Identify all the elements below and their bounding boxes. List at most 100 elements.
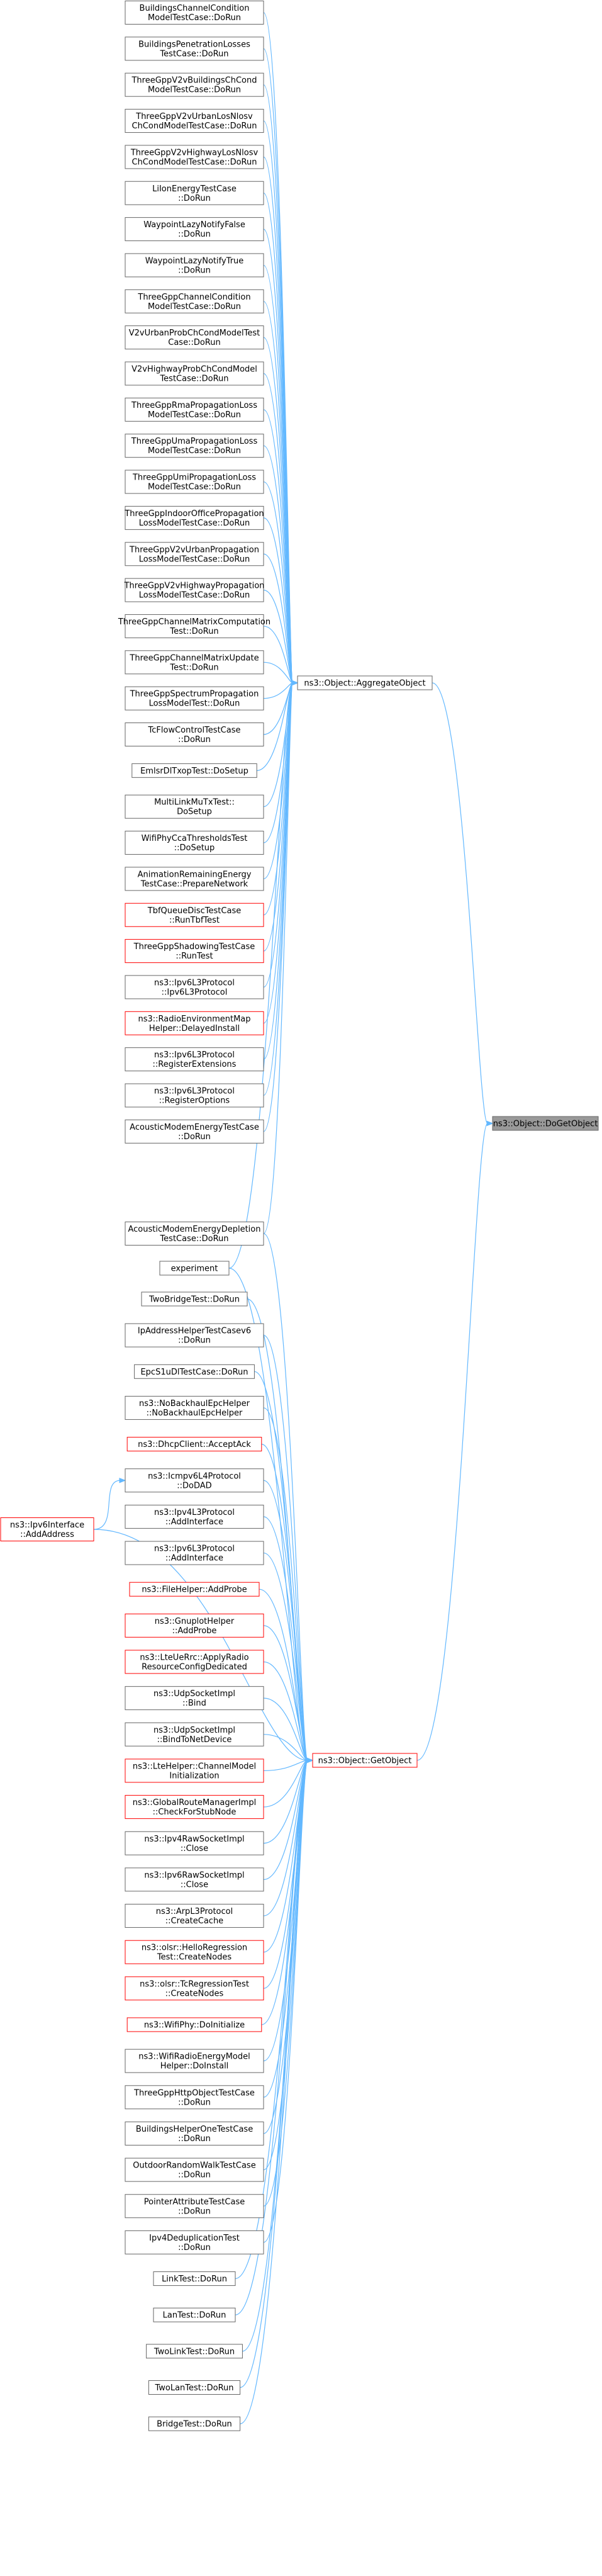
node-waypointlazynotifyfalse-dorun[interactable]: WaypointLazyNotifyFalse::DoRun [125,217,264,242]
node-ns3-object-aggregateobject[interactable]: ns3::Object::AggregateObject [297,675,433,690]
node-ns3-ltehelper-channelmodelinitialization[interactable]: ns3::LteHelper::ChannelModelInitializati… [125,1758,264,1783]
node-label: PointerAttributeTestCase [144,2197,245,2207]
edge-to-aggregate [263,661,293,683]
node-threegppv2vurbanpropagationlossmodeltestcase-dorun[interactable]: ThreeGppV2vUrbanPropagationLossModelTest… [125,542,264,566]
node-ns3-udpsocketimpl-bind[interactable]: ns3::UdpSocketImpl::Bind [125,1686,264,1711]
node-buildingspenetrationlossestestcase-dorun[interactable]: BuildingsPenetrationLossesTestCase::DoRu… [125,37,264,61]
node-label: ::DoRun [178,2098,211,2107]
node-ns3-ipv4rawsocketimpl-close[interactable]: ns3::Ipv4RawSocketImpl::Close [125,1831,264,1855]
node-label: ns3::WifiRadioEnergyModel [138,2052,250,2062]
node-emlsrdltxoptest-dosetup[interactable]: EmlsrDlTxopTest::DoSetup [131,763,257,778]
node-threegppumapropagationlossmodeltestcase-dorun[interactable]: ThreeGppUmaPropagationLossModelTestCase:… [125,434,264,458]
node-lantest-dorun[interactable]: LanTest::DoRun [153,2307,236,2322]
node-threegppumipropagationlossmodeltestcase-dorun[interactable]: ThreeGppUmiPropagationLossModelTestCase:… [125,470,264,494]
node-acousticmodemenergytestcase-dorun[interactable]: AcousticModemEnergyTestCase::DoRun [125,1119,264,1144]
node-label: ::RunTbfTest [169,916,220,925]
node-label: ns3::FileHelper::AddProbe [142,1585,247,1595]
node-box [131,763,257,778]
node-ns3-ipv4l3protocol-addinterface[interactable]: ns3::Ipv4L3Protocol::AddInterface [125,1504,264,1529]
node-threegpphttpobjecttestcase-dorun[interactable]: ThreeGppHttpObjectTestCase::DoRun [125,2085,264,2110]
node-threegppv2vhighwaypropagationlossmodeltestcase-dorun[interactable]: ThreeGppV2vHighwayPropagationLossModelTe… [124,578,265,602]
node-bridgetest-dorun[interactable]: BridgeTest::DoRun [148,2416,241,2431]
node-label: Helper::DelayedInstall [149,1024,240,1033]
node-ns3-radioenvironmentmaphelper-delayedinstall[interactable]: ns3::RadioEnvironmentMapHelper::DelayedI… [125,1011,264,1035]
node-buildingshelperonetestcase-dorun[interactable]: BuildingsHelperOneTestCase::DoRun [125,2121,264,2146]
node-liionenergytestcase-dorun[interactable]: LiIonEnergyTestCase::DoRun [125,181,264,205]
node-waypointlazynotifytrue-dorun[interactable]: WaypointLazyNotifyTrue::DoRun [125,253,264,278]
node-label: ns3::Icmpv6L4Protocol [148,1471,241,1481]
node-box [125,578,264,602]
node-tbfqueuedisctestcase-runtbftest[interactable]: TbfQueueDiscTestCase::RunTbfTest [125,903,264,927]
node-threegpprmapropagationlossmodeltestcase-dorun[interactable]: ThreeGppRmaPropagationLossModelTestCase:… [125,397,264,422]
node-ns3-wifiradioenergymodelhelper-doinstall[interactable]: ns3::WifiRadioEnergyModelHelper::DoInsta… [125,2049,264,2073]
node-twolantest-dorun[interactable]: TwoLanTest::DoRun [148,2380,241,2395]
node-ns3-nobackhaulepchelper-nobackhaulepchelper[interactable]: ns3::NoBackhaulEpcHelper::NoBackhaulEpcH… [125,1395,264,1420]
node-ipv4deduplicationtest-dorun[interactable]: Ipv4DeduplicationTest::DoRun [125,2230,264,2254]
node-ns3-icmpv6l4protocol-dodad[interactable]: ns3::Icmpv6L4Protocol::DoDAD [125,1468,264,1493]
node-ns3-object-getobject[interactable]: ns3::Object::GetObject [312,1753,418,1768]
node-ns3-ipv6l3protocol-addinterface[interactable]: ns3::Ipv6L3Protocol::AddInterface [125,1541,264,1565]
node-ns3-gnuplothelper-addprobe[interactable]: ns3::GnuplotHelper::AddProbe [125,1613,264,1638]
node-threegppv2vurbanlosnlosvchcondmodeltestcase-dorun[interactable]: ThreeGppV2vUrbanLosNlosvChCondModelTestC… [125,109,264,133]
node-ns3-ipv6l3protocol-ipv6l3protocol[interactable]: ns3::Ipv6L3Protocol::Ipv6L3Protocol [125,975,264,999]
node-linktest-dorun[interactable]: LinkTest::DoRun [153,2271,236,2286]
node-label: WaypointLazyNotifyTrue [145,256,244,266]
node-ipaddresshelpertestcasev6-dorun[interactable]: IpAddressHelperTestCasev6::DoRun [125,1323,264,1347]
node-label: ns3::Object::GetObject [318,1757,412,1766]
node-box [492,1116,599,1131]
node-label: ThreeGppHttpObjectTestCase [133,2088,255,2098]
node-animationremainingenergytestcase-preparenetwork[interactable]: AnimationRemainingEnergyTestCase::Prepar… [125,867,264,891]
node-label: LanTest::DoRun [163,2311,226,2320]
node-epcs1udltestcase-dorun[interactable]: EpcS1uDlTestCase::DoRun [134,1364,255,1379]
node-label: ModelTestCase::DoRun [148,446,241,456]
node-ns3-globalroutemanagerimpl-checkforstubnode[interactable]: ns3::GlobalRouteManagerImpl::CheckForStu… [125,1795,264,1820]
node-ns3-ipv6l3protocol-registerextensions[interactable]: ns3::Ipv6L3Protocol::RegisterExtensions [125,1047,264,1072]
node-buildingschannelconditionmodeltestcase-dorun[interactable]: BuildingsChannelConditionModelTestCase::… [125,1,264,25]
node-experiment[interactable]: experiment [159,1261,230,1276]
node-box [125,325,264,350]
node-box [125,217,264,242]
node-label: ns3::GnuplotHelper [155,1617,235,1626]
node-label: ::RunTest [176,952,213,961]
node-ns3-ipv6rawsocketimpl-close[interactable]: ns3::Ipv6RawSocketImpl::Close [125,1867,264,1892]
node-ns3-lteuerrc-applyradioresourceconfigdedicated[interactable]: ns3::LteUeRrc::ApplyRadioResourceConfigD… [125,1650,264,1674]
node-box [125,1047,264,1072]
node-threegppv2vhighwaylosnlosvchcondmodeltestcase-dorun[interactable]: ThreeGppV2vHighwayLosNlosvChCondModelTes… [125,145,264,169]
node-acousticmodemenergydepletiontestcase-dorun[interactable]: AcousticModemEnergyDepletionTestCase::Do… [125,1222,264,1246]
node-threegppchannelmatrixcomputationtest-dorun[interactable]: ThreeGppChannelMatrixComputationTest::Do… [118,614,270,638]
node-ns3-ipv6interface-addaddress[interactable]: ns3::Ipv6Interface::AddAddress [0,1517,94,1541]
node-ns3-object-dogetobject[interactable]: ns3::Object::DoGetObject [492,1116,599,1131]
node-ns3-arpl3protocol-createcache[interactable]: ns3::ArpL3Protocol::CreateCache [125,1904,264,1928]
node-box [125,1904,264,1928]
node-ns3-dhcpclient-acceptack[interactable]: ns3::DhcpClient::AcceptAck [126,1437,262,1452]
node-ns3-udpsocketimpl-bindtonetdevice[interactable]: ns3::UdpSocketImpl::BindToNetDevice [125,1722,264,1746]
node-tcflowcontroltestcase-dorun[interactable]: TcFlowControlTestCase::DoRun [125,723,264,746]
node-wifiphyccathresholdstest-dosetup[interactable]: WifiPhyCcaThresholdsTest::DoSetup [125,831,264,855]
node-ns3-olsr-tcregressiontest-createnodes[interactable]: ns3::olsr::TcRegressionTest::CreateNodes [125,1976,264,2001]
node-twolinktest-dorun[interactable]: TwoLinkTest::DoRun [146,2344,243,2359]
node-pointerattributetestcase-dorun[interactable]: PointerAttributeTestCase::DoRun [125,2194,264,2219]
node-box [125,1867,264,1892]
node-ns3-ipv6l3protocol-registeroptions[interactable]: ns3::Ipv6L3Protocol::RegisterOptions [125,1083,264,1108]
edge-arrowheads [119,680,494,1763]
node-twobridgetest-dorun[interactable]: TwoBridgeTest::DoRun [141,1291,248,1307]
edge-to-getobject [263,1760,308,1808]
node-threegppspectrumpropagationlossmodeltest-dorun[interactable]: ThreeGppSpectrumPropagationLossModelTest… [125,686,264,711]
node-label: ns3::olsr::TcRegressionTest [140,1979,249,1989]
node-box [312,1753,418,1768]
node-threegppchannelconditionmodeltestcase-dorun[interactable]: ThreeGppChannelConditionModelTestCase::D… [125,289,264,313]
node-ns3-filehelper-addprobe[interactable]: ns3::FileHelper::AddProbe [129,1582,260,1597]
node-threegppindoorofficepropagationlossmodeltestcase-dorun[interactable]: ThreeGppIndoorOfficePropagationLossModel… [124,505,264,530]
edge-to-aggregate [257,682,293,771]
node-threegppv2vbuildingschcondmodeltestcase-dorun[interactable]: ThreeGppV2vBuildingsChCondModelTestCase:… [125,72,264,97]
node-outdoorrandomwalktestcase-dorun[interactable]: OutdoorRandomWalkTestCase::DoRun [125,2157,264,2182]
node-ns3-olsr-helloregressiontest-createnodes[interactable]: ns3::olsr::HelloRegressionTest::CreateNo… [125,1940,264,1964]
node-multilinkmutxtest-dosetup[interactable]: MultiLinkMuTxTest::DoSetup [125,794,264,819]
node-ns3-wifiphy-doinitialize[interactable]: ns3::WifiPhy::DoInitialize [126,2017,262,2032]
node-box [125,361,264,386]
node-threegppshadowingtestcase-runtest[interactable]: ThreeGppShadowingTestCase::RunTest [125,939,264,964]
node-label: ns3::olsr::HelloRegression [142,1943,247,1953]
